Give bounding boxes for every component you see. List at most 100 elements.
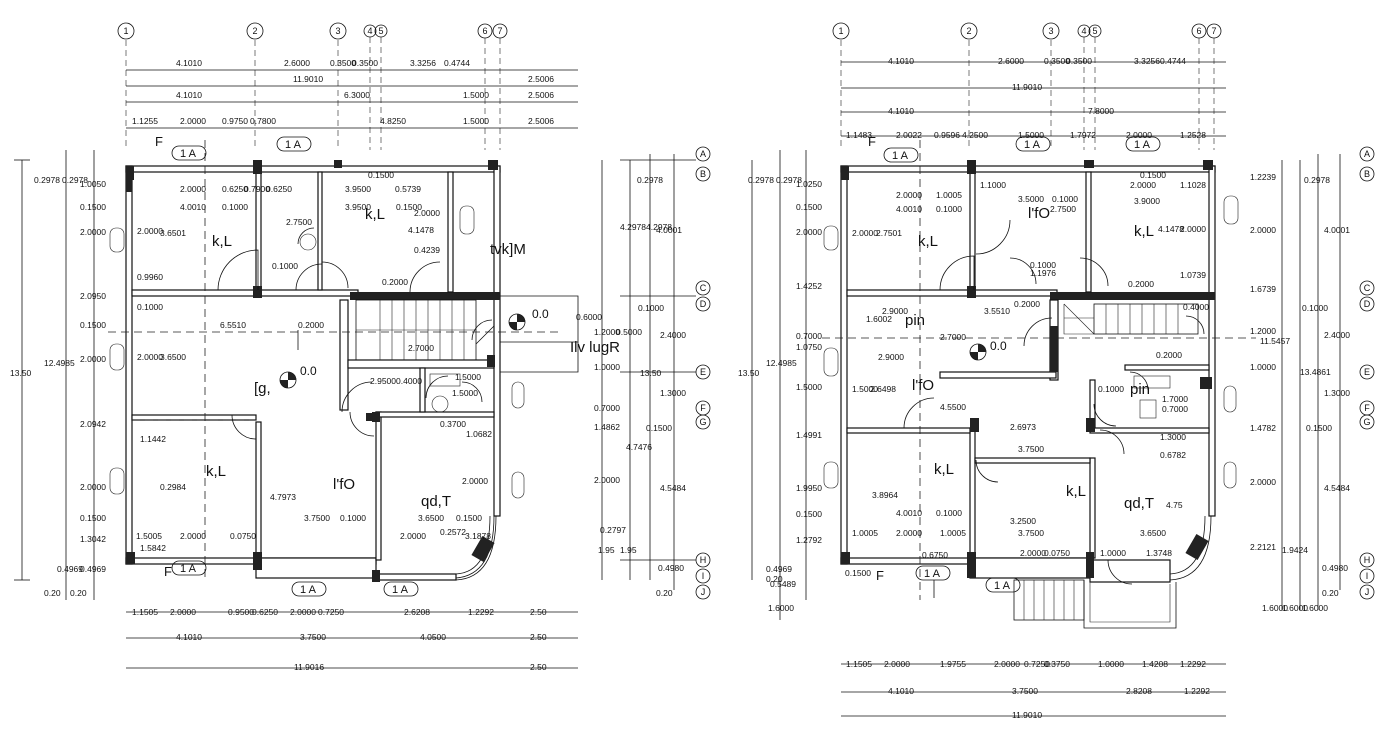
dimension-text: 0.1500 xyxy=(80,202,106,212)
grid-column-label: 6 xyxy=(482,26,487,36)
dimension-text: 2.0000 xyxy=(852,228,878,238)
grid-column-bubbles: 1 2 3 4 5 6 7 xyxy=(117,22,508,40)
dimension-text: 0.0750 xyxy=(1044,548,1070,558)
level-label: 0.0 xyxy=(300,364,317,378)
dimension-text: 0.20 xyxy=(656,588,673,598)
dimension-text: 11.9010 xyxy=(1012,710,1042,720)
dimension-text: 1.5000 xyxy=(452,388,478,398)
dimension-text: 3.6501 xyxy=(160,228,186,238)
dimension-text: 2.6973 xyxy=(1010,422,1036,432)
door-swings xyxy=(217,227,495,440)
dimension-text: 1.0250 xyxy=(796,179,822,189)
room-label: tvk]M xyxy=(490,241,526,258)
dimension-text: 1.0750 xyxy=(796,342,822,352)
dimension-text: 0.2797 xyxy=(600,525,626,535)
dimension-text: 2.6498 xyxy=(870,384,896,394)
outer-walls xyxy=(125,160,501,582)
dimension-text: 2.9000 xyxy=(882,306,908,316)
dimension-text: 1.5005 xyxy=(136,531,162,541)
dimension-text: 0.2978 xyxy=(34,175,60,185)
dimension-text: 1.0050 xyxy=(80,179,106,189)
dimension-text: 1.5000 xyxy=(1018,130,1044,140)
dimension-text: 2.0000 xyxy=(170,607,196,617)
room-label: k,L xyxy=(212,233,232,250)
dimension-text: 2.0000 xyxy=(1130,180,1156,190)
dimension-text: 0.4000 xyxy=(396,376,422,386)
grid-column-label: 4 xyxy=(367,26,372,36)
grid-row-label: D xyxy=(700,299,707,309)
grid-column-label: 7 xyxy=(497,26,502,36)
dimension-text: 1.0005 xyxy=(936,190,962,200)
dimension-text: 2.7500 xyxy=(1050,204,1076,214)
dimension-text: 1.1976 xyxy=(1030,268,1056,278)
dimension-text: 2.4000 xyxy=(660,330,686,340)
door-swings xyxy=(903,219,1205,598)
dimension-text: 3.3256 xyxy=(1134,56,1160,66)
dimension-text: 1.0005 xyxy=(852,528,878,538)
dimension-text: 1.1255 xyxy=(132,116,158,126)
inner-dimensions: 2.0000 1.0005 1.1000 3.5000 0.1000 2.750… xyxy=(845,170,1209,578)
dimension-text: 0.2978 xyxy=(776,175,802,185)
dimension-text: 6.3000 xyxy=(344,90,370,100)
dimension-text: 0.4969 xyxy=(57,564,83,574)
room-label: l'fO xyxy=(1028,205,1050,222)
inner-dimensions: 2.0000 0.6250 0.7900 0.6250 4.0010 0.100… xyxy=(136,170,492,553)
dimension-text: 0.3700 xyxy=(440,419,466,429)
dimension-text: 2.0000 xyxy=(290,607,316,617)
section-tag: 1 A xyxy=(285,139,302,151)
dimension-text: 1.0000 xyxy=(1250,362,1276,372)
room-label: l'fO xyxy=(912,377,934,394)
dimension-text: 4.0010 xyxy=(896,204,922,214)
dimension-text: 1.6000 xyxy=(768,603,794,613)
dimension-text: 0.4744 xyxy=(1160,56,1186,66)
dimension-text: 4.0010 xyxy=(896,508,922,518)
top-dimension-text: 4.1010 2.6000 0.3500 0.3500 3.3256 0.474… xyxy=(132,58,554,126)
dimension-text: 0.1500 xyxy=(368,170,394,180)
dimension-text: 0.20 xyxy=(766,574,783,584)
dimension-text: 2.0000 xyxy=(180,184,206,194)
room-label: k,L xyxy=(1066,483,1086,500)
dimension-text: 0.1500 xyxy=(646,423,672,433)
dimension-text: 4.1010 xyxy=(176,90,202,100)
dimension-text: 3.9500 xyxy=(345,202,371,212)
dimension-text: 0.3750 xyxy=(1044,659,1070,669)
dimension-text: 2.9000 xyxy=(878,352,904,362)
dimension-text: 0.1500 xyxy=(1306,423,1332,433)
dimension-text: 1.3000 xyxy=(1160,432,1186,442)
dimension-text: 2.2121 xyxy=(1250,542,1276,552)
dimension-text: 0.2978 xyxy=(1304,175,1330,185)
dimension-text: 0.20 xyxy=(1322,588,1339,598)
dimension-text: 2.6000 xyxy=(284,58,310,68)
dimension-text: 0.1000 xyxy=(936,204,962,214)
dimension-text: 0.3500 xyxy=(1044,56,1070,66)
room-label: Ilv lugR xyxy=(570,339,620,356)
room-label: k,L xyxy=(365,206,385,223)
dimension-text: 3.7500 xyxy=(300,632,326,642)
dimension-text: 2.0000 xyxy=(1250,477,1276,487)
furniture-symbols xyxy=(823,195,1239,489)
dimension-text: 3.9000 xyxy=(1134,196,1160,206)
grid-row-label: F xyxy=(1364,403,1370,413)
dimension-text: 0.1000 xyxy=(272,261,298,271)
dimension-text: 13.4861 xyxy=(1300,367,1331,377)
dimension-text: 1.95 xyxy=(620,545,637,555)
dimension-text: 0.9596 xyxy=(934,130,960,140)
dimension-text: 2.0950 xyxy=(80,291,106,301)
grid-row-label: J xyxy=(701,587,706,597)
dimension-text: 1.5000 xyxy=(796,382,822,392)
right-dimensions: 1.2239 0.2978 4.0001 2.0000 1.6739 0.100… xyxy=(1250,172,1350,613)
grid-row-label: I xyxy=(702,571,705,581)
grid-column-label: 3 xyxy=(335,26,340,36)
left-dimensions: 0.2978 0.2978 1.0050 0.1500 2.0000 2.095… xyxy=(10,175,106,598)
grid-row-label: F xyxy=(700,403,706,413)
dimension-text: 2.0000 xyxy=(137,352,163,362)
dimension-text: 1.1505 xyxy=(132,607,158,617)
room-label: l'fO xyxy=(333,476,355,493)
level-markers: 0.0 0.0 xyxy=(279,307,549,389)
level-markers: 0.0 xyxy=(969,339,1007,361)
dimension-text: 0.3500 xyxy=(330,58,356,68)
top-dimension-text: 4.1010 2.6000 0.3500 0.3500 3.3256 0.474… xyxy=(846,56,1206,140)
left-dimensions: 0.2978 0.2978 1.0250 0.1500 2.0000 1.425… xyxy=(738,175,822,613)
dimension-text: 4.1478 xyxy=(408,225,434,235)
bottom-dimensions: 1.1505 2.0000 1.9755 2.0000 0.7250 0.375… xyxy=(846,659,1210,720)
